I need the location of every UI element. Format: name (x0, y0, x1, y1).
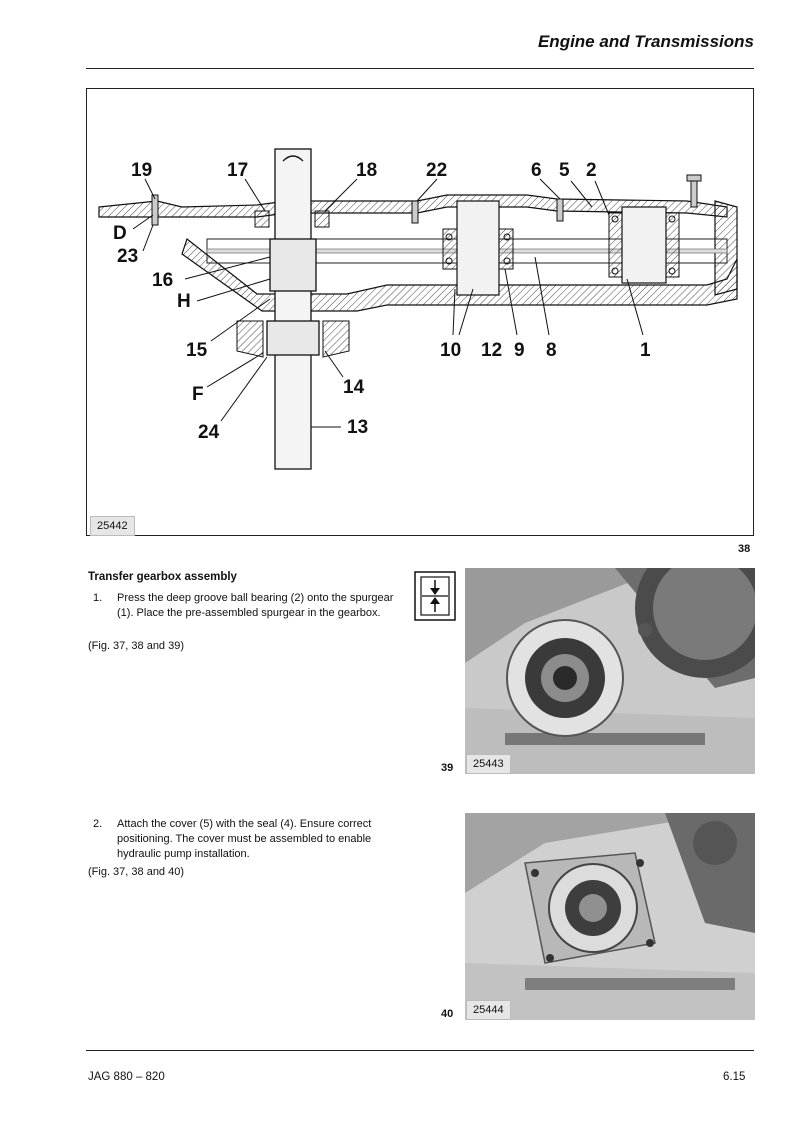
figure-number: 40 (441, 1008, 454, 1020)
callout-label: 16 (152, 270, 174, 291)
callout-label: 8 (546, 340, 557, 361)
step-text: Attach the cover (5) with the seal (4). … (117, 818, 372, 860)
callout-label: 5 (559, 160, 570, 181)
callout-label: 17 (227, 160, 249, 181)
callout-label: 2 (586, 160, 597, 181)
step-number: 1. (93, 592, 103, 604)
callout-label: 12 (481, 340, 503, 361)
callout-label: 23 (117, 246, 139, 267)
callout-label: 1 (640, 340, 651, 361)
figure-number: 38 (738, 543, 751, 555)
footer-page-number: 6.15 (723, 1071, 746, 1083)
figure-number: 39 (441, 762, 454, 774)
press-fit-icon (414, 571, 456, 621)
callout-label: 13 (347, 417, 369, 438)
gearbox-cross-section-diagram (98, 148, 738, 470)
footer-rule (86, 1050, 754, 1051)
diagram-frame (86, 88, 754, 536)
callout-label: 24 (198, 422, 220, 443)
callout-label: 6 (531, 160, 542, 181)
section-title: Transfer gearbox assembly (88, 571, 237, 583)
callout-label: H (177, 291, 191, 312)
figure-id-badge: 25443 (466, 754, 511, 774)
step-number: 2. (93, 818, 103, 830)
figure-reference: (Fig. 37, 38 and 40) (88, 866, 185, 878)
callout-label: F (192, 384, 204, 405)
callout-label: 14 (343, 377, 365, 398)
callout-label: 18 (356, 160, 378, 181)
figure-id-badge: 25442 (90, 516, 135, 536)
instruction-step: 2. Attach the cover (5) with the seal (4… (93, 817, 403, 865)
figure-reference: (Fig. 37, 38 and 39) (88, 640, 185, 652)
callout-label: 19 (131, 160, 153, 181)
callout-label: 9 (514, 340, 525, 361)
callout-label: 15 (186, 340, 208, 361)
instruction-step: 1. Press the deep groove ball bearing (2… (93, 591, 403, 639)
footer-model: JAG 880 – 820 (88, 1071, 165, 1083)
callout-label: 10 (440, 340, 462, 361)
figure-id-badge: 25444 (466, 1000, 511, 1020)
page-header-title: Engine and Transmissions (537, 32, 754, 51)
header-rule (86, 68, 754, 69)
callout-label: D (113, 223, 127, 244)
step-text: Press the deep groove ball bearing (2) o… (117, 592, 394, 619)
callout-label: 22 (426, 160, 448, 181)
photo-gearbox-spurgear (465, 568, 755, 774)
photo-gearbox-cover (465, 813, 755, 1020)
